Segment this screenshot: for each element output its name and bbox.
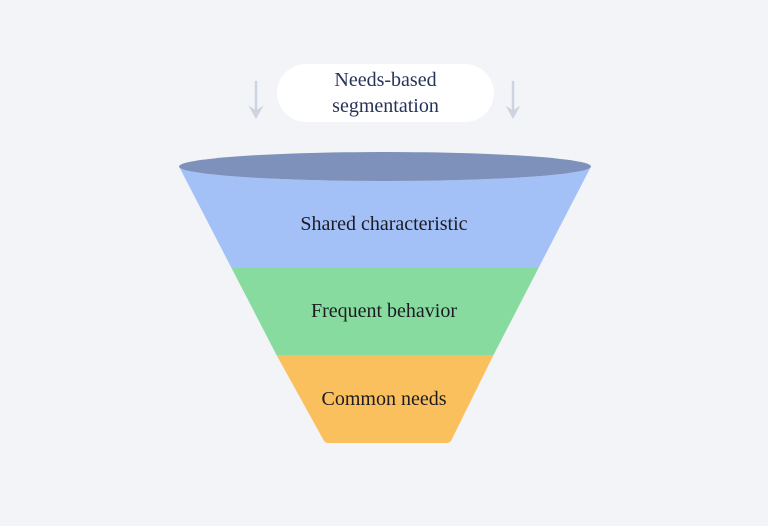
funnel-label-frequent-behavior: Frequent behavior	[310, 300, 458, 322]
badge-needs-based-segmentation: Needs-based segmentation	[277, 64, 494, 122]
funnel-label-common-needs: Common needs	[321, 388, 447, 410]
funnel-layer-frequent-behavior	[231, 268, 539, 355]
funnel-label-shared-characteristic: Shared characteristic	[300, 213, 468, 235]
badge-label: Needs-based segmentation	[332, 69, 439, 117]
funnel-layer-shared-characteristic	[179, 166, 591, 268]
funnel-top-rim	[179, 152, 591, 181]
down-arrow-icon	[248, 80, 264, 119]
funnel-layer-common-needs	[276, 355, 494, 443]
down-arrow-icon	[505, 80, 521, 119]
